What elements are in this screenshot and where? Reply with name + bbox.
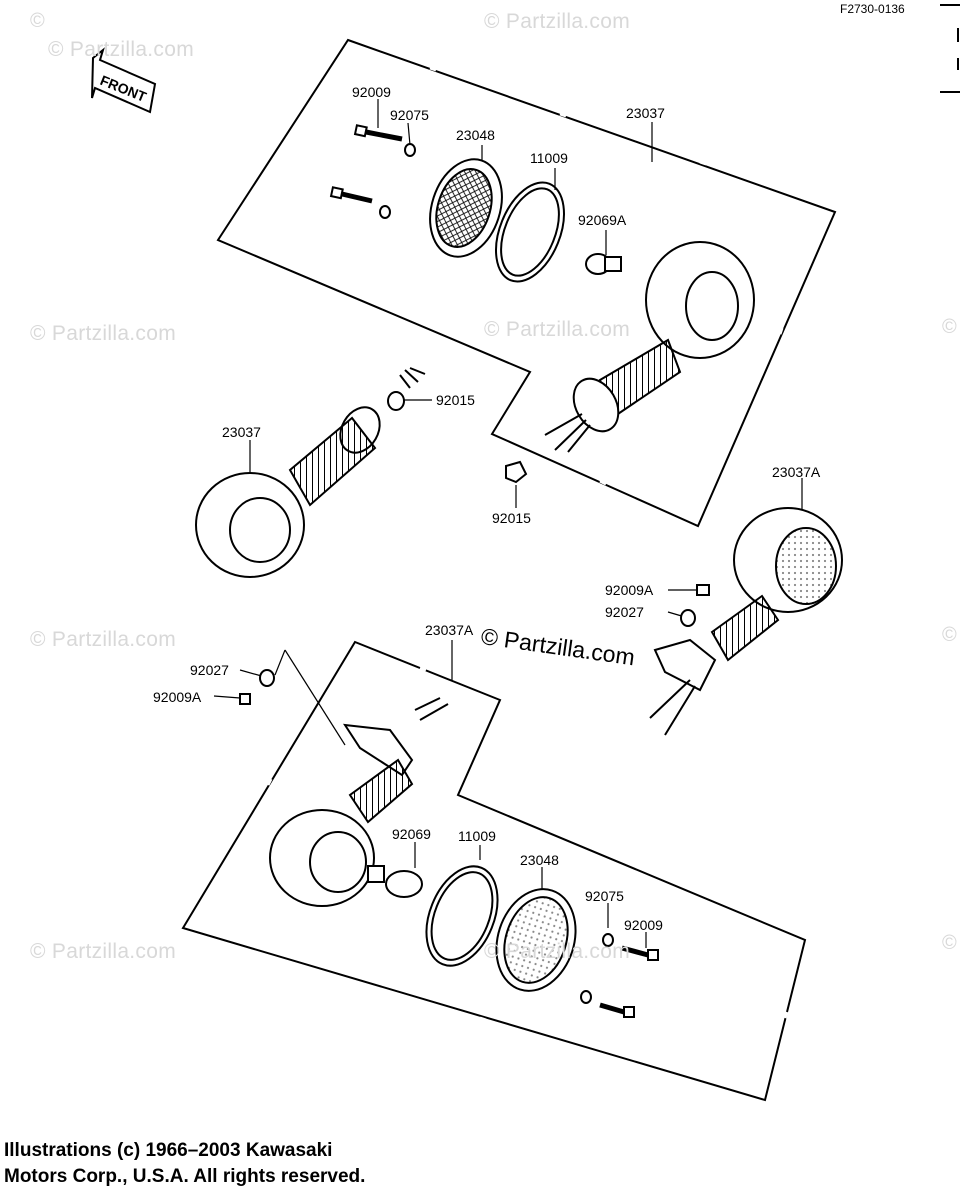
part-label: 92075 [390,107,429,123]
bulb-92069 [367,865,423,898]
watermark-text: © Partzilla.com [484,10,631,33]
edge-marks [940,4,960,93]
figure-code: F2730-0136 [840,2,905,16]
upper-assembly-boundary [216,38,837,528]
collar-92027-lower [259,669,275,687]
nut-92009A-right [696,584,710,596]
part-label: 92009 [352,84,391,100]
part-label: 92075 [585,888,624,904]
grommet-92015-loose [505,460,528,484]
watermark-text: © Partzilla.com [30,940,177,963]
part-label: 92015 [492,510,531,526]
part-label: 92009A [605,582,654,598]
part-label: 11009 [530,150,568,166]
watermark-symbol: © [942,316,957,338]
part-label: 23037 [222,424,261,440]
grommet-92015-upper [387,391,405,411]
part-label: 23037A [772,464,821,480]
turn-signal-23037A-lower [269,697,449,907]
collar-92027-right [680,609,696,627]
part-label: 23048 [520,852,559,868]
part-label: 92015 [436,392,475,408]
nut-92009A-lower [239,693,251,705]
part-label: 92069A [578,212,627,228]
watermark-symbol: © [942,932,957,954]
watermark-symbol: © [30,10,45,32]
part-label: 11009 [458,828,496,844]
copyright-line: Motors Corp., U.S.A. All rights reserved… [4,1166,366,1187]
lower-assembly-boundary [181,640,807,1102]
part-label: 92009A [153,689,202,705]
bolt-92009-lower [599,945,659,1018]
part-label: 92069 [392,826,431,842]
part-label: 23037A [425,622,474,638]
part-label: 23037 [626,105,665,121]
watermark-text: © Partzilla.com [484,318,631,341]
lens-23048-upper [429,158,503,258]
watermark-text: © Partzilla.com [48,38,195,61]
bulb-92069A [585,253,622,275]
part-label: 92027 [605,604,644,620]
gasket-11009-upper [495,181,565,283]
part-label: 92027 [190,662,229,678]
lower-boundary-dashes [266,666,789,1022]
turn-signal-23037A-right [649,507,843,736]
watermark-text: © Partzilla.com [484,940,631,963]
part-label: 92009 [624,917,663,933]
watermark-text: © Partzilla.com [30,322,177,345]
lens-23048-lower [495,888,577,992]
front-arrow-icon [91,47,157,114]
turn-signal-23037-left [195,367,426,578]
washer-92075-lower [580,933,614,1004]
copyright-notice: Illustrations (c) 1966–2003 Kawasaki Mot… [4,1138,365,1190]
part-label: 23048 [456,127,495,143]
gasket-11009-lower [425,865,499,967]
turn-signal-23037-upper [544,241,755,453]
bolt-92009-upper [329,124,403,204]
upper-boundary-dashes [283,66,784,486]
watermark-symbol: © [942,624,957,646]
watermark-text: © Partzilla.com [30,628,177,651]
copyright-line: Illustrations (c) 1966–2003 Kawasaki [4,1140,333,1161]
washer-92075-upper [379,143,416,219]
